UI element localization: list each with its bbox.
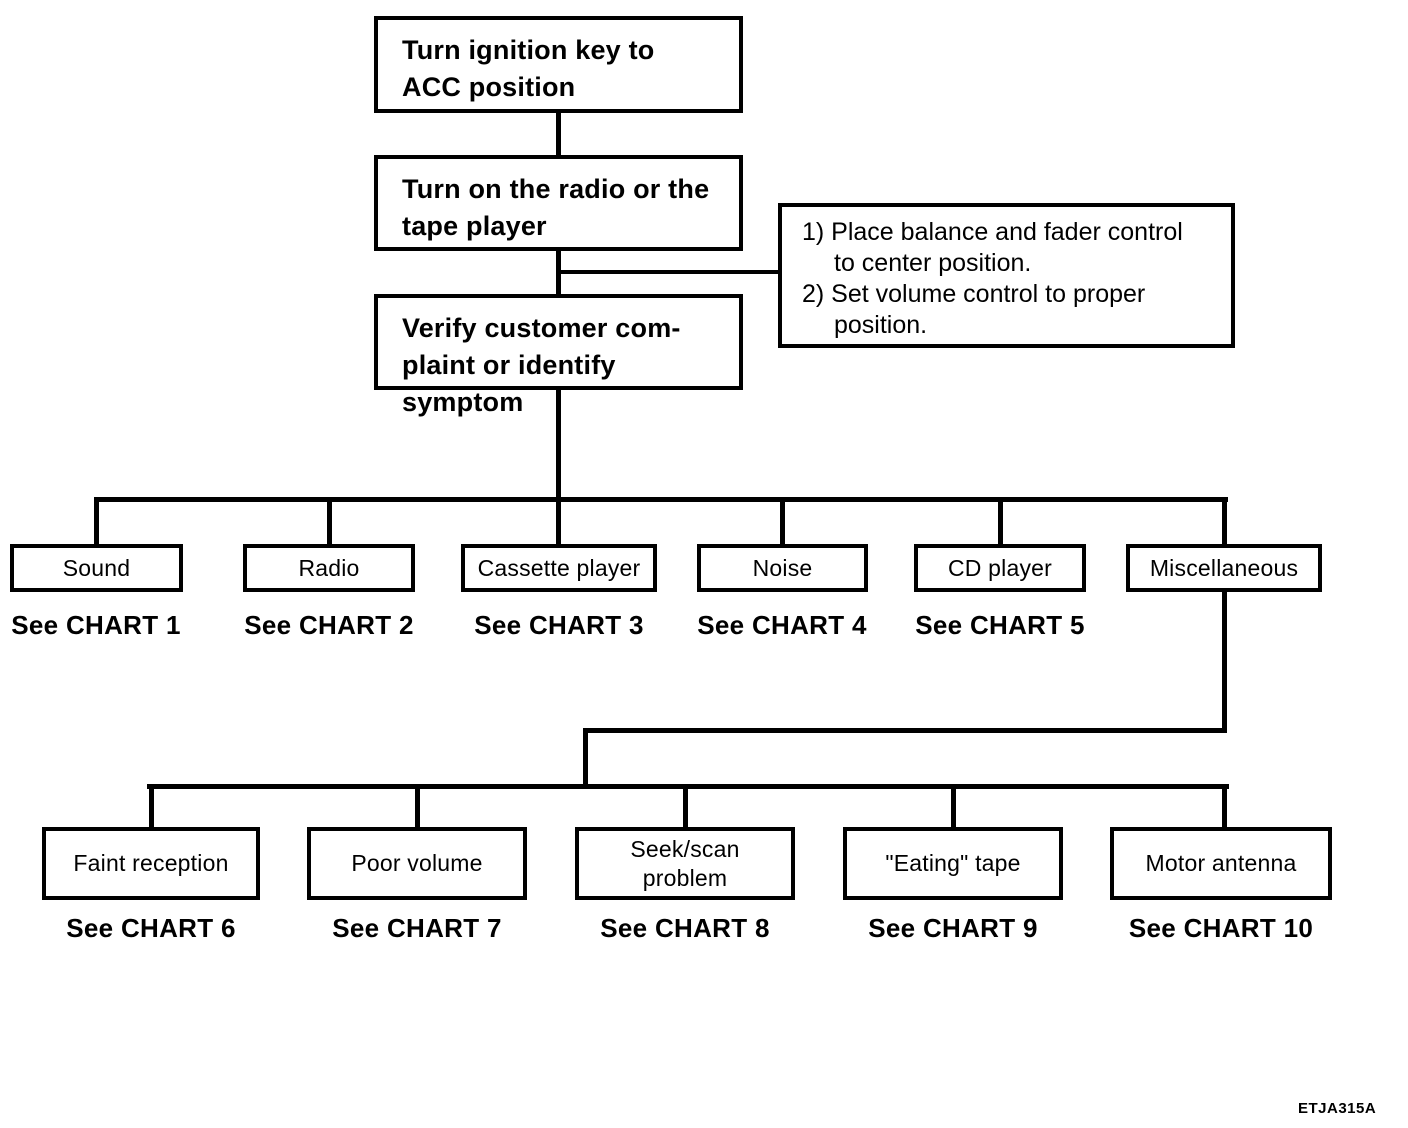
misc-box-faint-reception: Faint reception (42, 827, 260, 900)
misc-stub-motor (1222, 784, 1227, 830)
connector-misc-elbow (583, 728, 588, 788)
misc-box-seek-scan-problem: Seek/scan problem (575, 827, 795, 900)
symptom-label: Cassette player (477, 554, 641, 581)
chart-ref-7: See CHART 7 (332, 913, 502, 943)
misc-stub-volume (415, 784, 420, 830)
chart-ref-5: See CHART 5 (915, 610, 1085, 640)
symptom-box-cassette-player: Cassette player (461, 544, 657, 592)
step-box-turn-ignition: Turn ignition key to ACC position (374, 16, 743, 113)
step-box-turn-on-radio: Turn on the radio or the tape player (374, 155, 743, 251)
chart-ref-9: See CHART 9 (868, 913, 1038, 943)
figure-code: ETJA315A (1298, 1100, 1377, 1117)
connector-to-note (558, 270, 779, 274)
misc-stub-seek (683, 784, 688, 830)
chart-ref-1: See CHART 1 (11, 610, 181, 640)
symptom-box-noise: Noise (697, 544, 868, 592)
symptom-box-radio: Radio (243, 544, 415, 592)
misc-symptom-label: Faint reception (73, 850, 229, 876)
branch-stub-cassette (556, 497, 561, 548)
branch-stub-cd (998, 497, 1003, 548)
misc-box-motor-antenna: Motor antenna (1110, 827, 1332, 900)
chart-ref-10: See CHART 10 (1128, 913, 1314, 943)
symptom-label: Noise (752, 554, 813, 581)
symptom-label: Miscellaneous (1149, 554, 1299, 581)
connector-step3-branch (556, 389, 561, 501)
note-item-1: 1) Place balance and fader control to ce… (802, 218, 1183, 277)
symptom-box-miscellaneous: Miscellaneous (1126, 544, 1322, 592)
misc-box-poor-volume: Poor volume (307, 827, 527, 900)
step-label: Verify customer com- plaint or identify … (402, 313, 681, 417)
branch-rail-main (94, 497, 1228, 502)
branch-stub-noise (780, 497, 785, 548)
branch-stub-radio (327, 497, 332, 548)
misc-box-eating-tape: "Eating" tape (843, 827, 1063, 900)
misc-stub-eating (951, 784, 956, 830)
misc-rail-upper (583, 728, 1227, 733)
chart-ref-6: See CHART 6 (66, 913, 236, 943)
step-label: Turn ignition key to ACC position (402, 35, 655, 102)
note-box: 1) Place balance and fader control to ce… (778, 203, 1235, 348)
misc-symptom-label: Poor volume (351, 850, 483, 876)
misc-rail-lower (147, 784, 1229, 789)
connector-misc-down (1222, 590, 1227, 732)
note-item-2: 2) Set volume control to proper position… (802, 280, 1146, 339)
misc-symptom-label: Motor antenna (1145, 850, 1297, 876)
chart-ref-4: See CHART 4 (697, 610, 867, 640)
symptom-label: Radio (298, 554, 360, 581)
misc-stub-faint (149, 784, 154, 830)
branch-stub-sound (94, 497, 99, 548)
connector-step1-step2 (556, 112, 561, 156)
symptom-label: Sound (62, 554, 131, 581)
symptom-box-sound: Sound (10, 544, 183, 592)
chart-ref-3: See CHART 3 (474, 610, 644, 640)
misc-symptom-label: "Eating" tape (885, 850, 1021, 876)
chart-ref-8: See CHART 8 (600, 913, 770, 943)
chart-ref-2: See CHART 2 (244, 610, 414, 640)
symptom-label: CD player (947, 554, 1053, 581)
step-box-verify-complaint: Verify customer com- plaint or identify … (374, 294, 743, 417)
branch-stub-misc (1222, 497, 1227, 548)
misc-symptom-label: Seek/scan problem (630, 835, 740, 891)
symptom-box-cd-player: CD player (914, 544, 1086, 592)
step-label: Turn on the radio or the tape player (402, 174, 710, 241)
